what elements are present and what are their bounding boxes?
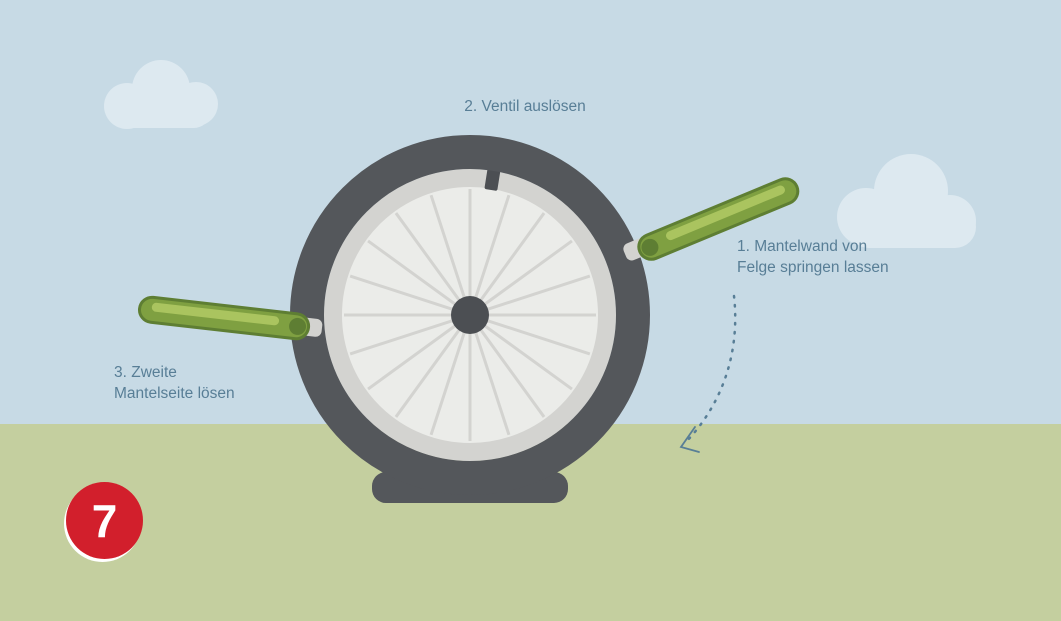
label-step-1-line2: Felge springen lassen [737,259,889,276]
wheel-rim [324,169,616,461]
valve-icon [484,167,501,191]
cloud-base [848,206,976,248]
lever-highlight [666,185,785,241]
wheel-hub [451,296,489,334]
step-number-badge: 7 [66,482,143,559]
label-step-3: 3. Zweite Mantelseite lösen [114,362,294,404]
tire [290,135,650,495]
tire-lever-right-icon [637,177,800,261]
label-step-1: 1. Mantelwand von Felge springen lassen [737,236,917,278]
cloud-left-icon [104,60,218,129]
cloud-base [115,96,210,128]
label-step-2: 2. Ventil auslösen [464,98,586,115]
label-step-3-line1: 3. Zweite [114,364,177,381]
lever-highlight [151,302,280,326]
label-step-3-line2: Mantelseite lösen [114,385,235,402]
lever-tip [641,238,659,256]
tire-lever-left-icon [138,295,311,341]
arrow-head [679,426,700,453]
step-number: 7 [91,494,118,547]
lever-tip [289,317,307,335]
arrow-curve [684,294,737,444]
cloud-right-icon [837,154,976,248]
label-step-1-line1: 1. Mantelwand von [737,238,868,255]
dashed-arrow-icon [679,294,737,453]
